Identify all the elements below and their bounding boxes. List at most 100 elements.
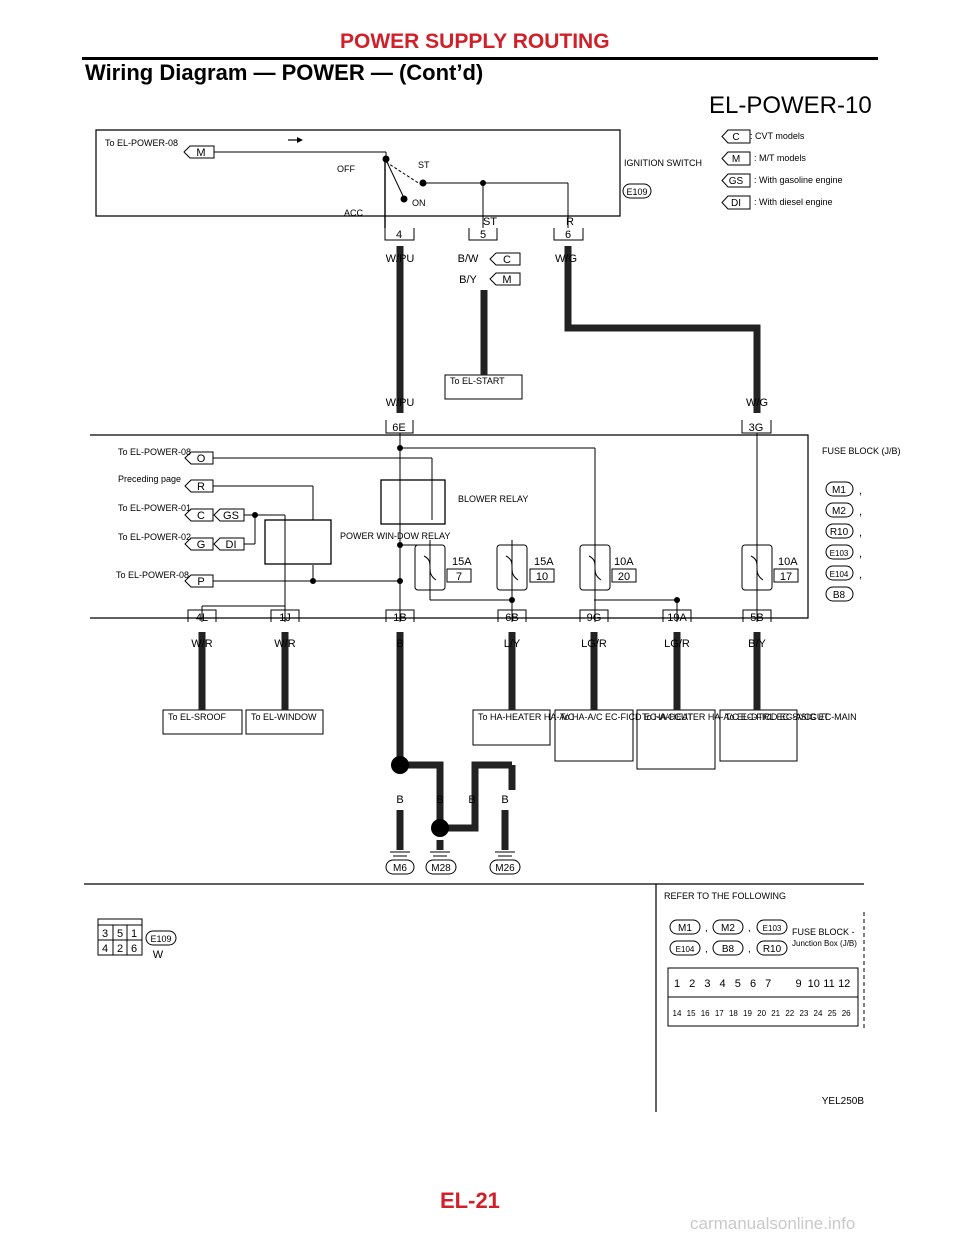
fuse-10	[496, 544, 528, 591]
legend	[721, 129, 751, 210]
wire-label-w-g-bottom: W/G	[746, 397, 768, 409]
wire-label-w-pu-top: W/PU	[386, 253, 415, 265]
fb-junction-pw	[310, 578, 316, 584]
ignition-switch-lever	[385, 159, 405, 199]
ignition-to-tag-shape	[183, 145, 215, 159]
refer-conn-m1-shape	[669, 919, 701, 935]
fb-junction-gs	[252, 512, 258, 518]
ref-tag-c: C	[197, 510, 205, 522]
ignition-bus-junction	[480, 180, 486, 186]
refer-pin-cell: 2	[689, 978, 695, 990]
ignition-switch-box	[95, 129, 621, 217]
ground-m28: M28	[431, 863, 451, 874]
wire-label-b: B	[396, 638, 403, 650]
refer-pin-cell: 22	[785, 1009, 794, 1018]
fb-pin-6b-box	[497, 609, 527, 622]
ref-tag-c-shape	[184, 508, 214, 522]
ignition-to-text: To EL-POWER-08	[105, 138, 178, 148]
fuse-7	[414, 544, 446, 591]
conn-pin-5: 5	[117, 928, 123, 940]
fb-conn-r10-shape	[825, 523, 854, 539]
section-title: POWER SUPPLY ROUTING	[340, 30, 610, 53]
refer-conn-r10-shape	[756, 940, 788, 956]
fuse-10-element	[505, 555, 519, 581]
ignition-to-tag: M	[196, 147, 205, 159]
ignition-pos-acc: ACC	[344, 208, 364, 218]
refer-pin-cell: 23	[799, 1009, 808, 1018]
ref-tag-di: DI	[226, 539, 237, 551]
fuse-block-box	[90, 434, 809, 619]
ground-m6: M6	[393, 863, 407, 874]
header-rule	[82, 57, 878, 60]
refer-pin-cell: 9	[796, 978, 802, 990]
refer-sep-4: ,	[748, 944, 751, 955]
fb-conn-b8: B8	[833, 590, 846, 601]
fb-conn-m1: M1	[832, 485, 846, 496]
fb-pin-5b-box	[742, 609, 772, 622]
ground-splice-1	[391, 756, 409, 774]
option-tag-m: M	[502, 274, 511, 286]
diagram-code: EL-POWER-10	[709, 92, 872, 119]
ref-text-p: To EL-POWER-08	[116, 570, 189, 580]
fb-conn-r10: R10	[830, 527, 849, 538]
fb-junction-top	[397, 445, 403, 451]
fuse-17-amp: 10A	[778, 556, 798, 568]
fb-conn-sep-5: ,	[859, 569, 862, 581]
ground-splice-2	[431, 819, 449, 837]
fb-junction-fuse-bus	[509, 597, 515, 603]
fb-pin-6e: 6E	[392, 422, 405, 434]
option-tag-c: C	[503, 254, 511, 266]
wire-label-b-y: B/Y	[748, 638, 766, 650]
legend-tag-c: C	[732, 132, 739, 143]
ref-tag-r-shape	[184, 479, 214, 493]
refer-conn-m2: M2	[721, 923, 735, 934]
refer-conn-r10: R10	[763, 944, 782, 955]
ignition-pos-off: OFF	[337, 164, 355, 174]
fuse-17-num: 17	[780, 571, 792, 583]
ign-pin6-box	[553, 228, 584, 241]
legend-text-mt: : M/T models	[754, 153, 806, 163]
fb-pin-5b: 5B	[750, 612, 763, 624]
refer-sep-3: ,	[705, 944, 708, 955]
ref-tag-r: R	[197, 481, 205, 493]
fb-conn-m2: M2	[832, 506, 846, 517]
fuse-20-amp: 10A	[614, 556, 634, 568]
wire-b-ground-m28-link	[400, 761, 444, 828]
ref-tag-g-shape	[184, 537, 214, 551]
conn-pin-2: 2	[117, 943, 123, 955]
refer-conn-e103: E103	[763, 924, 782, 933]
refer-pin-cell: 7	[765, 978, 771, 990]
dest-ac: To HA-A/C EC-FICD EC-A/CCUT	[560, 712, 694, 722]
refer-conn-m2-shape	[712, 919, 744, 935]
fuse-10-amp: 15A	[534, 556, 554, 568]
fb-pin-19a: 19A	[667, 612, 687, 624]
refer-pin-cell: 16	[701, 1009, 710, 1018]
wire-label-w-r-1: W/R	[191, 638, 212, 650]
ign-term-st: ST	[483, 216, 497, 228]
fb-pin-1b: 1B	[393, 612, 406, 624]
fb-pin-9g-box	[579, 609, 609, 622]
power-window-relay-label: POWER WIN-DOW RELAY	[340, 531, 450, 541]
fb-pin-9g: 9G	[587, 612, 602, 624]
refer-title: REFER TO THE FOLLOWING	[664, 891, 786, 901]
fuse-20	[579, 544, 611, 591]
fb-junction-lg-r	[674, 597, 680, 603]
ignition-on-dot	[400, 195, 408, 203]
fb-junction-p	[397, 578, 403, 584]
ign-pin-6: 6	[565, 229, 571, 241]
ref-text-g: To EL-POWER-02	[118, 532, 191, 542]
fb-junction-fuse	[397, 542, 403, 548]
refer-sep-1: ,	[705, 923, 708, 934]
fb-conn-m1-shape	[825, 481, 854, 497]
legend-text-gasoline: : With gasoline engine	[754, 175, 843, 185]
legend-text-diesel: : With diesel engine	[754, 197, 833, 207]
dest-sroof: To EL-SROOF	[168, 712, 227, 722]
fuse-7-amp: 15A	[452, 556, 472, 568]
conn-face-id: E109	[150, 934, 171, 944]
conn-pin-4: 4	[102, 943, 108, 955]
fb-pin-4l: 4L	[196, 612, 208, 624]
fuse-17	[741, 544, 773, 591]
ground-wire-b-1: B	[396, 794, 403, 806]
